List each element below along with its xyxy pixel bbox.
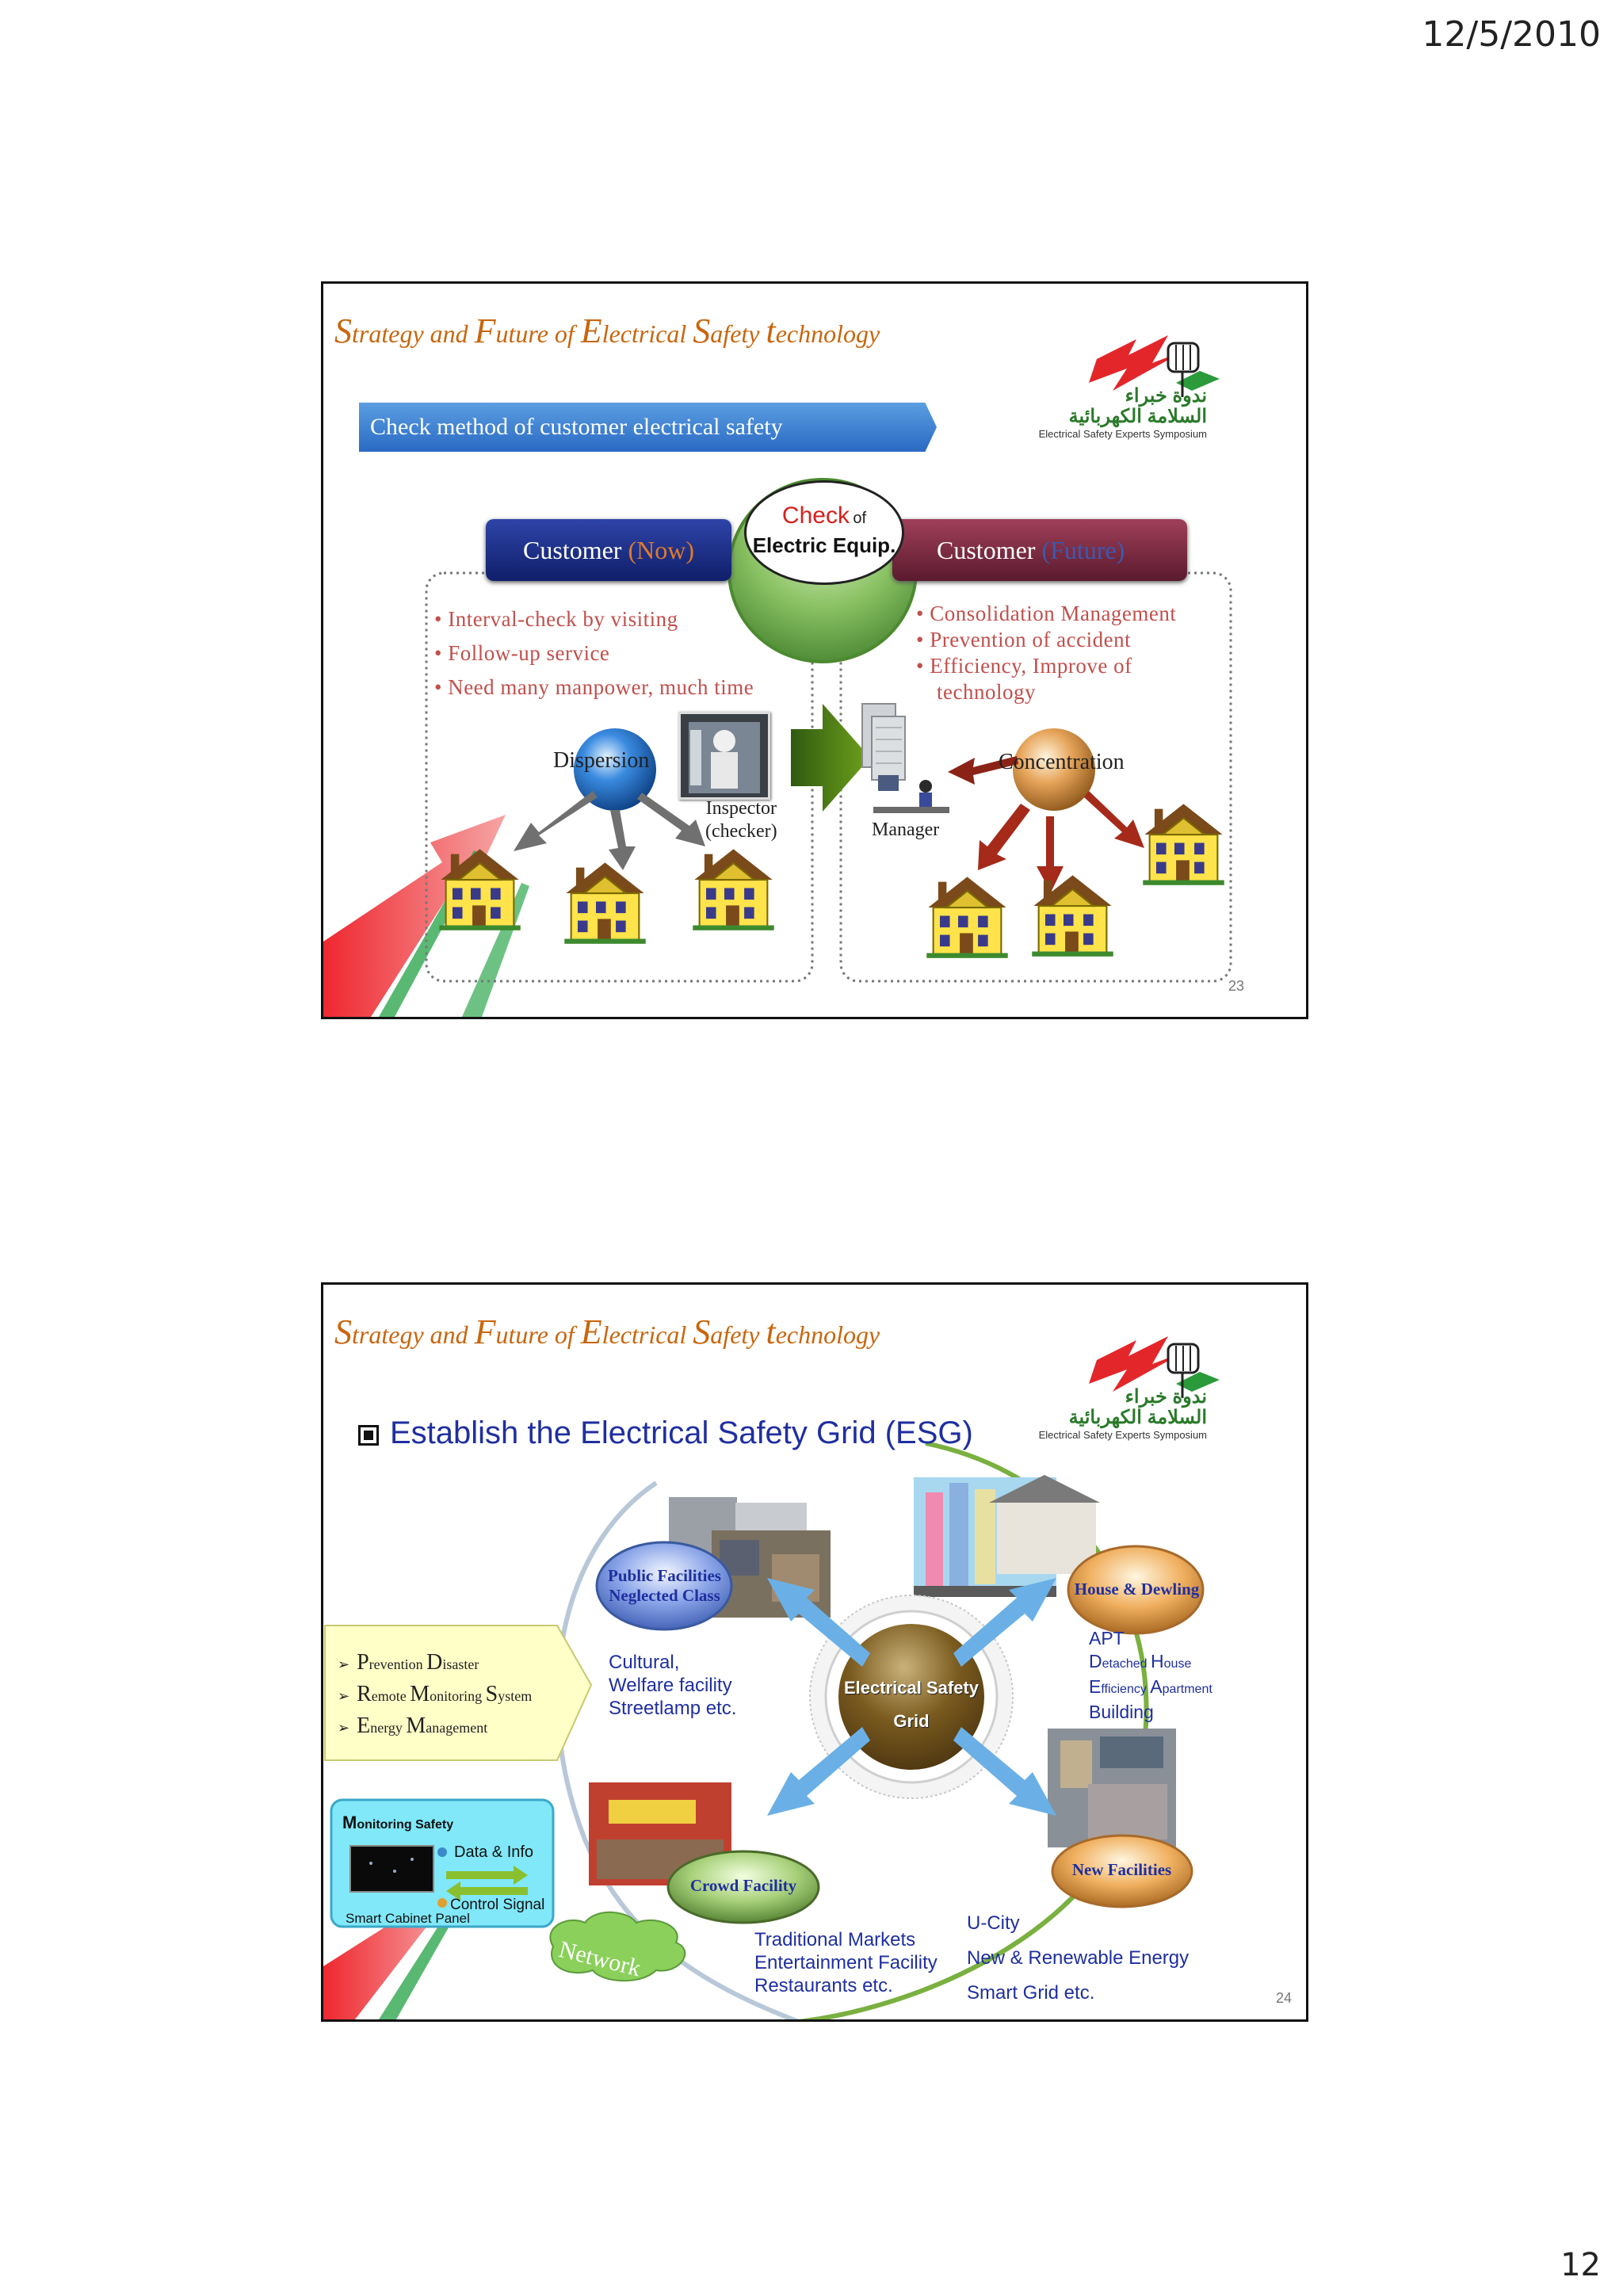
esg-heading: Establish the Electrical Safety Grid (ES… [358,1415,973,1451]
now-bullet: • Interval-check by visiting [434,607,678,631]
inspector-icon [681,714,768,797]
now-bullet-list: • Interval-check by visiting • Follow-up… [434,602,754,705]
left-feature-item: ➢ Energy Management [338,1713,488,1738]
slide1-title: Strategy and Future of Electrical Safety… [334,311,880,350]
future-bullet: • Efficiency, Improve of technology [916,654,1132,704]
house-dewling-label: House & Dewling [1074,1580,1200,1599]
crowd-facility-label: Crowd Facility [689,1876,797,1895]
house-icon [688,842,779,934]
data-info-label: Data & Info [454,1843,534,1861]
smart-cabinet-label: Smart Cabinet Panel [346,1911,470,1926]
fist-lightning-icon [1089,1336,1220,1398]
inspector-label: Inspector(checker) [705,798,777,842]
now-bullet: • Follow-up service [434,641,610,665]
left-feature-item: ➢ Remote Monitoring System [338,1682,533,1706]
customer-future-box: Customer (Future) [892,519,1187,581]
left-feature-item: ➢ Prevention Disaster [338,1650,479,1675]
left-feature-list: ➢ Prevention Disaster ➢ Remote Monitorin… [338,1648,532,1743]
logo-arabic-1: ندوة خبراء [1125,385,1207,407]
customer-now-box: Customer (Now) [486,519,731,581]
check-electric-equip-circle: Check of Electric Equip. [744,480,904,585]
logo-english: Electrical Safety Experts Symposium [1038,1429,1207,1441]
slide-23: Strategy and Future of Electrical Safety… [321,281,1308,1019]
dispersion-label: Dispersion [553,748,650,773]
now-bullet: • Need many manpower, much time [434,675,754,699]
house-icon [1027,869,1118,960]
control-signal-label: Control Signal [450,1897,545,1913]
house-icon [1138,797,1229,888]
slide-number: 24 [1276,1990,1293,2006]
house-dewling-desc: APT Detached House Efficiency Apartment … [1089,1628,1212,1722]
logo-arabic-1: ندوة خبراء [1125,1386,1207,1408]
symposium-logo: ندوة خبراء السلامة الكهربائية Electrical… [1005,1328,1243,1441]
slide2-title: Strategy and Future of Electrical Safety… [334,1312,880,1351]
logo-arabic-2: السلامة الكهربائية [1068,406,1207,427]
future-bullet: • Prevention of accident [916,628,1132,651]
future-bullet-list: • Consolidation Management • Prevention … [916,601,1233,705]
house-icon [559,856,651,947]
header-date: 12/5/2010 [1422,14,1601,55]
slide-decoration [323,1441,1205,2019]
house-icon [434,842,525,934]
slide-24: Strategy and Future of Electrical Safety… [321,1282,1308,2022]
inspector-photo [678,712,770,800]
fist-lightning-icon [1089,335,1220,397]
checkbox-bullet-icon [358,1425,379,1446]
page-number: 12 [1560,2247,1601,2283]
future-bullet: • Consolidation Management [916,602,1177,625]
slide-number: 23 [1228,978,1245,994]
section-label: Check method of customer electrical safe… [359,403,937,452]
house-icon [922,870,1013,961]
concentration-label: Concentration [999,750,1125,774]
symposium-logo: ندوة خبراء السلامة الكهربائية Electrical… [1005,327,1243,440]
logo-arabic-2: السلامة الكهربائية [1068,1407,1207,1428]
new-facilities-label: New Facilities [1071,1860,1172,1879]
logo-english: Electrical Safety Experts Symposium [1038,428,1207,440]
monitoring-title: Monitoring Safety [342,1813,454,1832]
manager-label: Manager [872,819,940,840]
